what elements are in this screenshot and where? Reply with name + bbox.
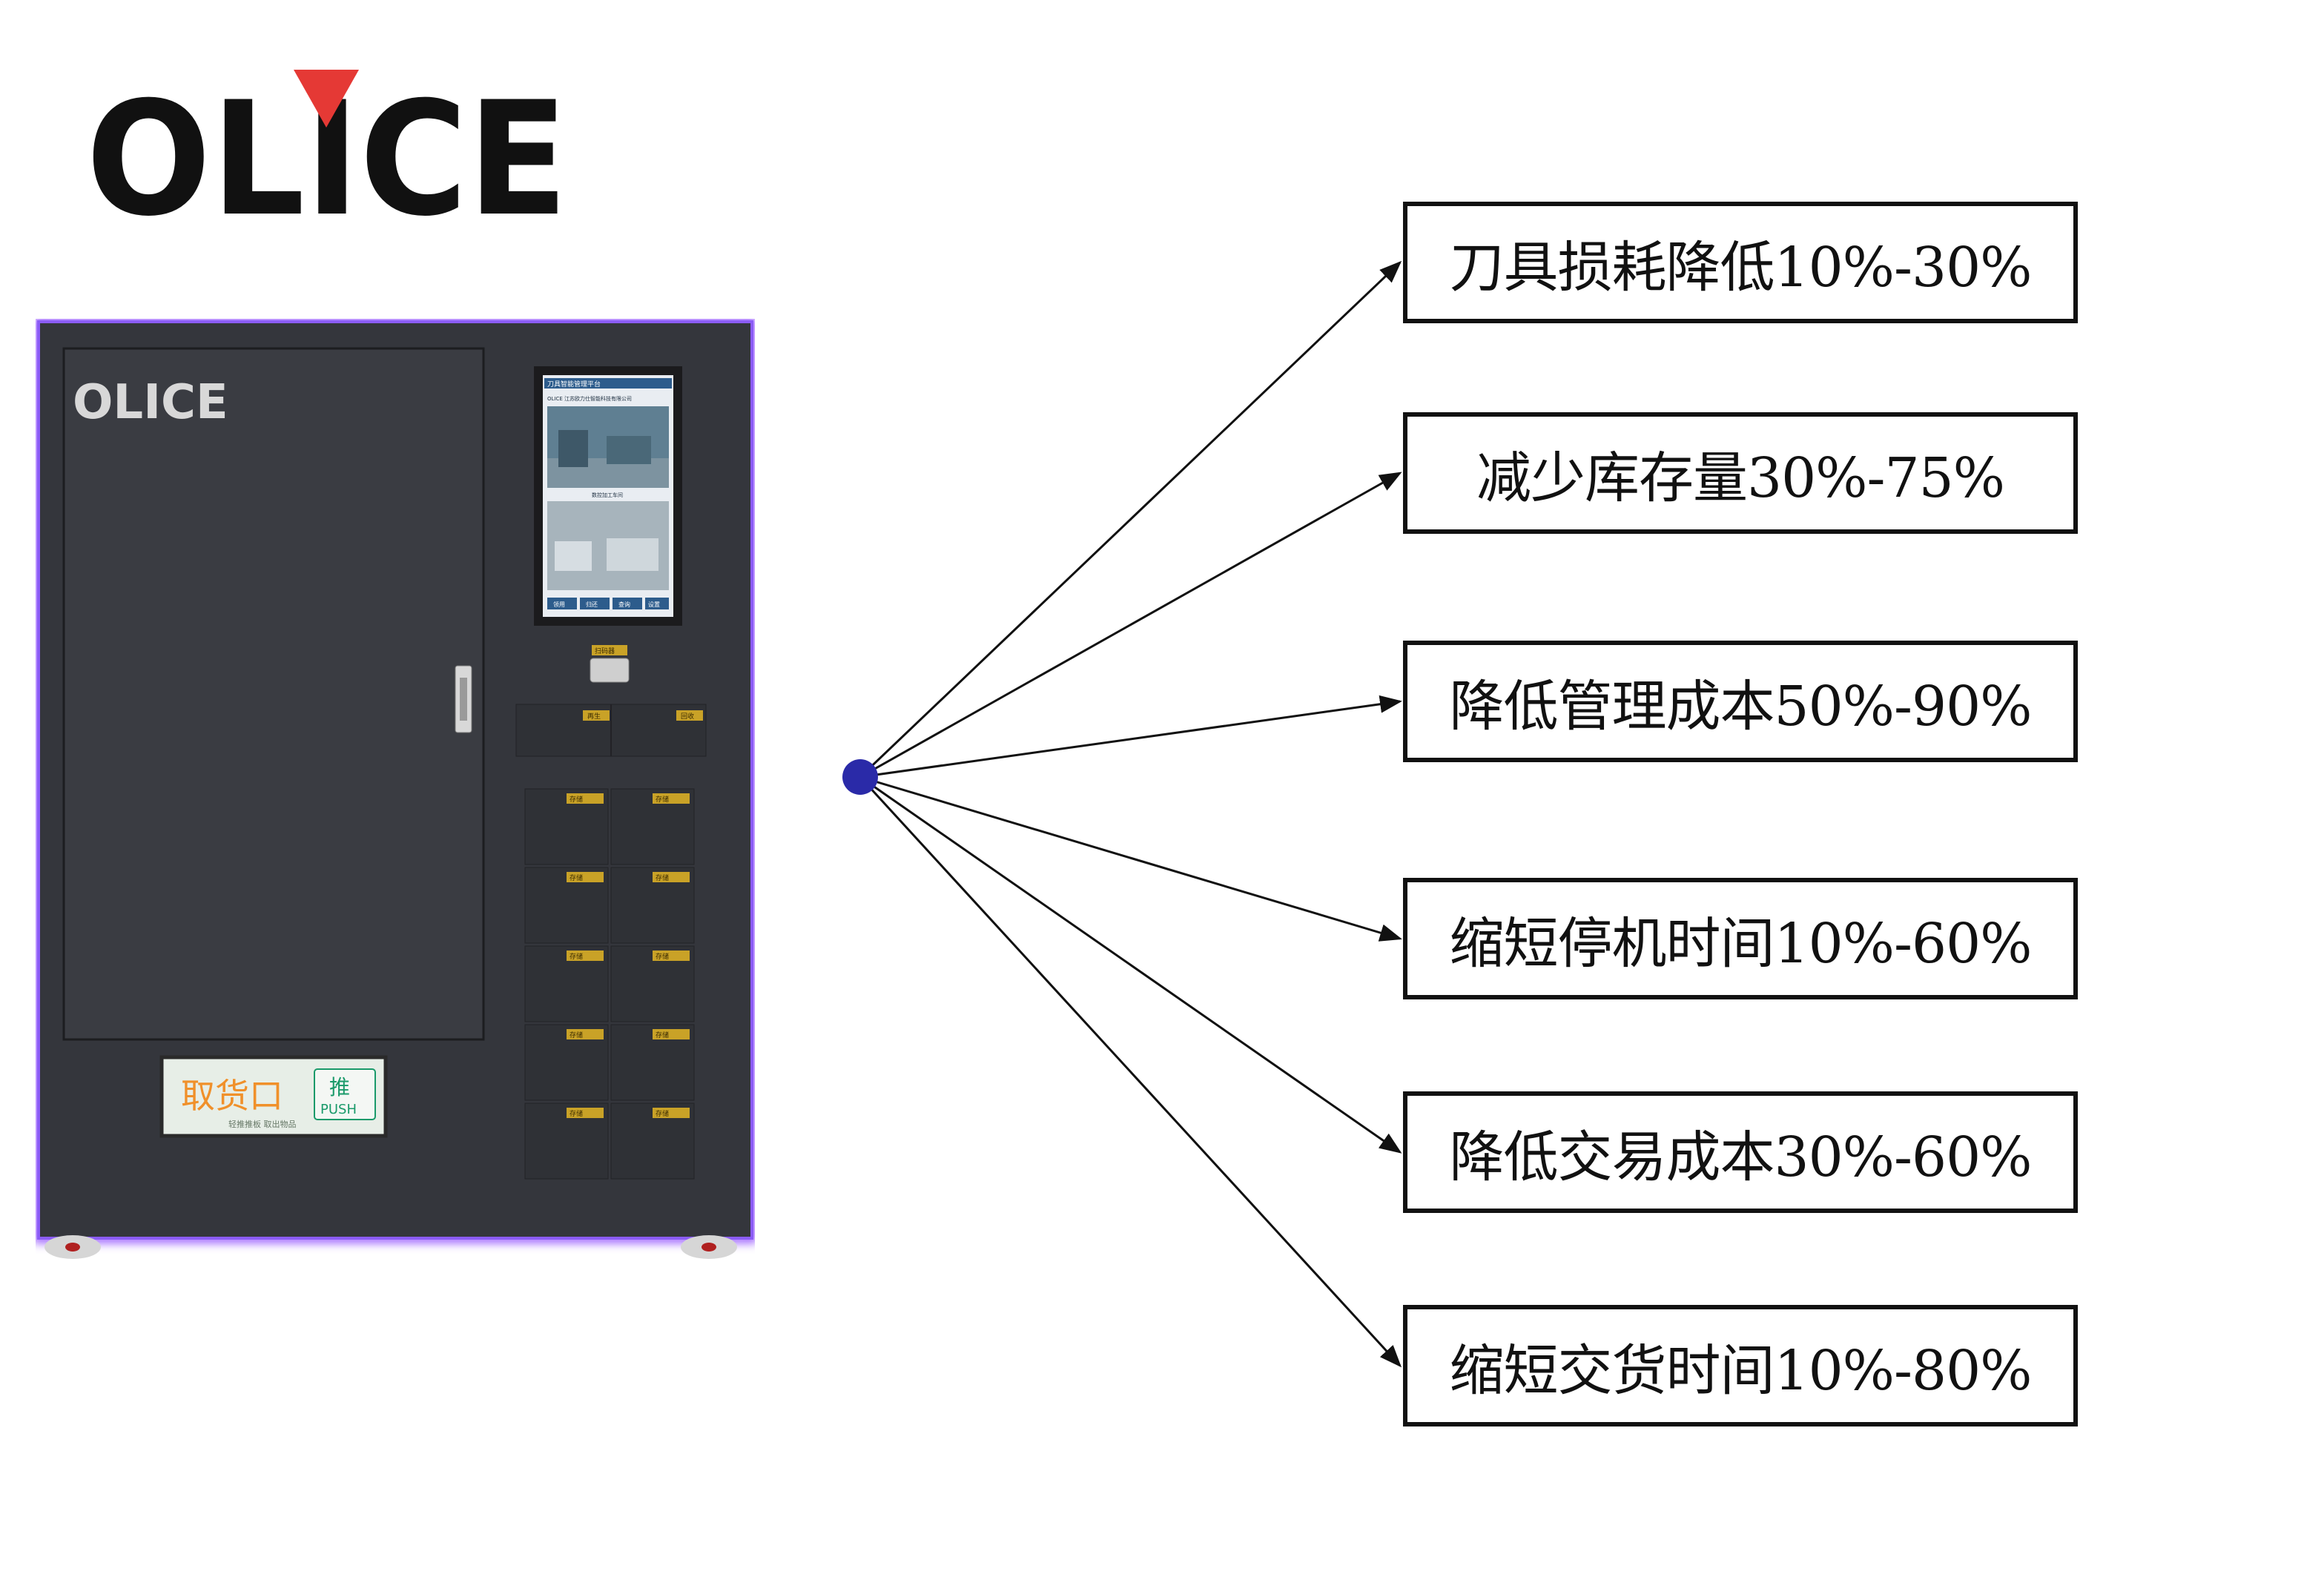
connector-arrow <box>859 472 1402 778</box>
locker-label-tag <box>653 951 690 961</box>
connector-arrow <box>859 776 1402 1368</box>
cabinet-main-door[interactable] <box>62 347 485 1041</box>
locker-label: 存储 <box>570 952 583 961</box>
scanner-label: 扫码器 <box>595 647 615 655</box>
push-label-cn: 推 <box>329 1075 350 1100</box>
locker-label-tag <box>653 793 690 804</box>
screen-button-0[interactable]: 领用 <box>553 601 565 608</box>
locker-label: 存储 <box>570 1109 583 1118</box>
screen-button-2[interactable]: 查询 <box>618 601 630 608</box>
locker-label: 存储 <box>656 952 669 961</box>
connector-arrow <box>859 260 1402 778</box>
scanner-window <box>590 658 630 683</box>
connector-arrow <box>859 776 1402 1154</box>
screen-company: OLICE 江苏欧力仕智能科技有限公司 <box>547 395 632 402</box>
touch-screen[interactable]: 刀具智能管理平台 OLICE 江苏欧力仕智能科技有限公司 数控加工车间 领用 归… <box>534 366 682 626</box>
benefit-text: 降低管理成本50%-90% <box>1449 674 2033 738</box>
locker-label: 存储 <box>656 1031 669 1039</box>
locker-label-tag <box>567 793 604 804</box>
door-handle[interactable] <box>455 665 472 733</box>
locker-grid: 存储存储存储存储存储存储存储存储存储存储 <box>524 788 695 1180</box>
locker-label: 存储 <box>656 795 669 804</box>
benefit-text: 减少库存量30%-75% <box>1476 446 2005 510</box>
olice-logo: OLICE <box>86 67 568 228</box>
locker-label-tag <box>567 1029 604 1039</box>
pickup-label: 取货口 <box>181 1076 283 1116</box>
locker-label: 存储 <box>656 873 669 882</box>
benefit-text: 刀具损耗降低10%-30% <box>1449 235 2033 300</box>
logo-accent-triangle-icon <box>294 70 359 128</box>
pickup-note: 轻推推板 取出物品 <box>228 1119 297 1129</box>
locker-label: 存储 <box>656 1109 669 1118</box>
benefit-box-delivery-time: 缩短交货时间10%-80% <box>1403 1305 2078 1426</box>
benefit-text: 降低交易成本30%-60% <box>1449 1125 2033 1189</box>
benefit-box-management-cost: 降低管理成本50%-90% <box>1403 641 2078 762</box>
benefit-box-inventory: 减少库存量30%-75% <box>1403 412 2078 534</box>
push-label-en: PUSH <box>320 1102 357 1117</box>
caster-right-icon <box>681 1235 737 1259</box>
screen-caption: 数控加工车间 <box>592 492 623 498</box>
locker-label-tag <box>567 951 604 961</box>
benefit-text: 缩短停机时间10%-60% <box>1449 911 2033 976</box>
locker-label-tag <box>567 872 604 882</box>
slot-label-regen: 再生 <box>587 712 601 721</box>
locker-label-tag <box>653 1108 690 1118</box>
locker-label-tag <box>653 1029 690 1039</box>
push-plate[interactable] <box>314 1068 376 1120</box>
slot-label-recycle: 回收 <box>681 712 694 721</box>
locker-label-tag <box>567 1108 604 1118</box>
locker-label: 存储 <box>570 1031 583 1039</box>
benefit-text: 缩短交货时间10%-80% <box>1449 1338 2033 1403</box>
benefit-box-tool-wear: 刀具损耗降低10%-30% <box>1403 202 2078 323</box>
benefit-box-downtime: 缩短停机时间10%-60% <box>1403 878 2078 999</box>
screen-header: 刀具智能管理平台 <box>547 380 601 389</box>
screen-button-3[interactable]: 设置 <box>648 601 660 608</box>
hub-node <box>842 759 878 795</box>
locker-label: 存储 <box>570 873 583 882</box>
connector-arrow <box>859 695 1402 778</box>
door-logo: OLICE <box>73 375 228 430</box>
locker-label: 存储 <box>570 795 583 804</box>
caster-left-icon <box>44 1235 101 1259</box>
screen-button-1[interactable]: 归还 <box>586 601 598 608</box>
connector-arrow <box>859 776 1402 942</box>
benefit-box-transaction-cost: 降低交易成本30%-60% <box>1403 1091 2078 1213</box>
locker-label-tag <box>653 872 690 882</box>
tool-vending-cabinet: OLICE 刀具智能管理平台 OLICE 江苏欧力仕智能科技有限公司 数控加工车… <box>36 319 755 1259</box>
